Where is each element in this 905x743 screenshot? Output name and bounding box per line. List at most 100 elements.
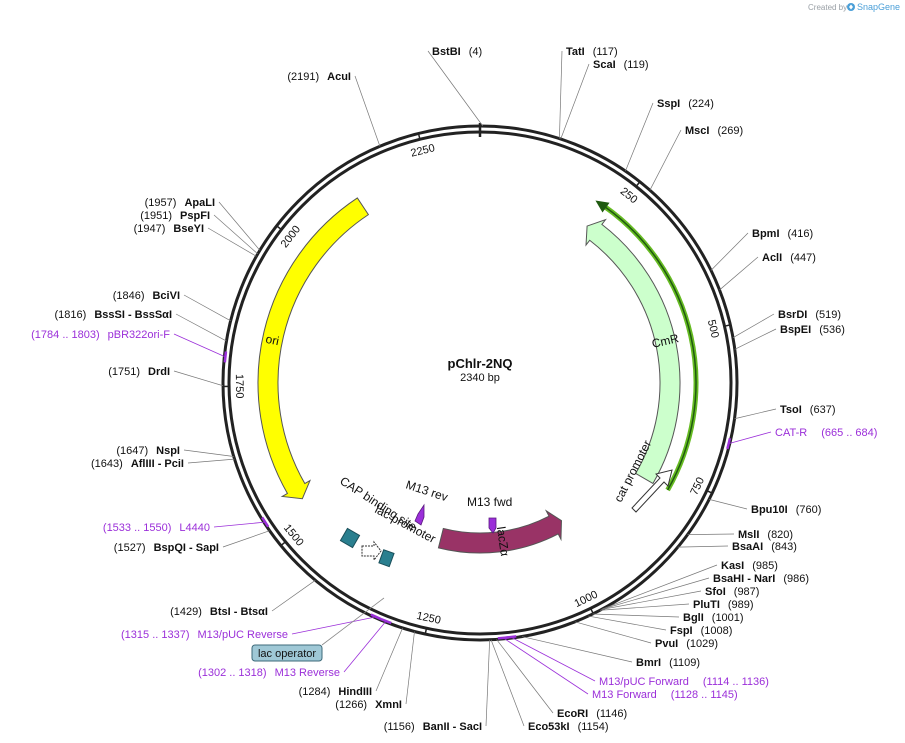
- enzyme-leader: [710, 232, 749, 271]
- enzyme-position: (1284): [299, 686, 331, 698]
- enzyme-leader: [183, 294, 231, 322]
- enzyme-label[interactable]: Eco53kI(1154): [528, 721, 609, 733]
- enzyme-label[interactable]: (1429)BtsI - BtsαI: [170, 606, 268, 618]
- enzyme-label[interactable]: BsrDI(519): [778, 309, 841, 321]
- enzyme-position: (1751): [108, 366, 140, 378]
- enzyme-label[interactable]: (1156)BanII - SacI: [384, 721, 482, 733]
- enzyme-label[interactable]: SspI(224): [657, 98, 714, 110]
- enzyme-position: (1008): [701, 625, 733, 637]
- enzyme-leader: [490, 639, 525, 727]
- primer-label[interactable]: CAT-R(665 .. 684): [775, 427, 877, 439]
- primer-leader: [728, 431, 772, 444]
- enzyme-leader: [187, 458, 235, 464]
- enzyme-name: BsrDI: [778, 309, 807, 321]
- primer-range: (1315 .. 1337): [121, 629, 190, 641]
- feature-lacz-arrow: [437, 509, 562, 554]
- enzyme-name: BssSI - BssSαI: [94, 309, 172, 321]
- cap-binding-site-box: [339, 527, 361, 549]
- plasmid-name: pChlr-2NQ: [448, 356, 513, 371]
- primer-label[interactable]: M13 Forward(1128 .. 1145): [592, 689, 738, 701]
- enzyme-label[interactable]: SfoI(987): [705, 586, 759, 598]
- scale-tick: [275, 224, 283, 231]
- enzyme-label[interactable]: PluTI(989): [693, 599, 754, 611]
- primer-label[interactable]: (1533 .. 1550)L4440: [103, 522, 210, 534]
- snapgene-logo-icon: [847, 3, 855, 11]
- enzyme-leader: [574, 621, 652, 644]
- enzyme-label[interactable]: (2191)AcuI: [287, 71, 351, 83]
- enzyme-label[interactable]: (1751) DrdI: [108, 366, 170, 378]
- enzyme-leader: [687, 533, 735, 535]
- primer-label[interactable]: (1302 .. 1318)M13 Reverse: [198, 667, 340, 679]
- enzyme-label[interactable]: PvuI(1029): [655, 638, 718, 650]
- enzyme-label[interactable]: (1957)ApaLI: [145, 197, 215, 209]
- primer-binding-mark: [261, 516, 270, 528]
- enzyme-label[interactable]: FspI(1008): [670, 625, 732, 637]
- primer-binding-mark: [726, 437, 732, 450]
- enzyme-label[interactable]: ScaI(119): [593, 59, 649, 71]
- enzyme-label[interactable]: EcoRI(1146): [557, 708, 627, 720]
- primer-leader: [173, 333, 226, 358]
- enzyme-label[interactable]: (1951)PspFI: [140, 210, 210, 222]
- lac-operator-badge[interactable]: lac operator: [251, 644, 323, 662]
- enzyme-position: (4): [469, 46, 482, 58]
- enzyme-name: PvuI: [655, 638, 678, 650]
- enzyme-label[interactable]: TatI(117): [566, 46, 618, 58]
- enzyme-label[interactable]: BspEI(536): [780, 324, 845, 336]
- enzyme-label[interactable]: BsaHI - NarI(986): [713, 573, 809, 585]
- enzyme-name: SfoI: [705, 586, 726, 598]
- enzyme-position: (989): [728, 599, 754, 611]
- enzyme-position: (1266): [335, 699, 367, 711]
- enzyme-leader: [677, 545, 729, 548]
- enzyme-position: (1816): [55, 309, 87, 321]
- enzyme-label[interactable]: (1647)NspI: [116, 445, 180, 457]
- enzyme-position: (820): [767, 529, 793, 541]
- cat-signal-arrowhead: [595, 200, 610, 213]
- enzyme-label[interactable]: (1527)BspQI - SapI: [114, 542, 219, 554]
- enzyme-position: (843): [771, 541, 797, 553]
- enzyme-label[interactable]: TsoI(637): [780, 404, 835, 416]
- enzyme-label[interactable]: Bpu10I(760): [751, 504, 821, 516]
- enzyme-leader: [734, 408, 777, 420]
- primer-binding-mark: [497, 636, 509, 640]
- enzyme-name: BseYI: [173, 223, 204, 235]
- enzyme-label[interactable]: MslI(820): [738, 529, 793, 541]
- enzyme-label[interactable]: BglI(1001): [683, 612, 744, 624]
- enzyme-label[interactable]: AclI(447): [762, 252, 816, 264]
- enzyme-leader: [560, 63, 590, 140]
- enzyme-label[interactable]: (1643)AflIII - PciI: [91, 458, 184, 470]
- primer-label[interactable]: (1784 .. 1803)pBR322ori-F: [31, 329, 170, 341]
- cat-promoter-arrow: [631, 469, 673, 513]
- enzyme-leader: [218, 201, 261, 251]
- primer-label[interactable]: (1315 .. 1337) M13/pUC Reverse: [121, 629, 288, 641]
- enzyme-name: AclI: [762, 252, 782, 264]
- feature-lacz-label: lacZα: [494, 526, 512, 557]
- enzyme-label[interactable]: BpmI(416): [752, 228, 813, 240]
- primer-label[interactable]: M13/pUC Forward(1114 .. 1136): [599, 676, 769, 688]
- enzyme-leader: [496, 639, 554, 714]
- enzyme-position: (1001): [712, 612, 744, 624]
- enzyme-label[interactable]: BstBI(4): [432, 46, 482, 58]
- scale-tick-label: 500: [705, 319, 721, 340]
- enzyme-label[interactable]: (1266)XmnI: [335, 699, 402, 711]
- enzyme-label[interactable]: BsaAI(843): [732, 541, 797, 553]
- enzyme-label[interactable]: (1284)HindIII: [299, 686, 372, 698]
- enzyme-leader: [559, 50, 563, 139]
- scale-tick: [705, 489, 714, 495]
- primer-range: (1533 .. 1550): [103, 522, 172, 534]
- enzyme-position: (1146): [596, 708, 627, 720]
- enzyme-label[interactable]: (1846)BciVI: [113, 290, 180, 302]
- primer-name: M13/pUC Reverse: [198, 629, 288, 641]
- enzyme-label[interactable]: (1947)BseYI: [134, 223, 204, 235]
- enzyme-label[interactable]: MscI(269): [685, 125, 743, 137]
- enzyme-position: (536): [819, 324, 845, 336]
- enzyme-label[interactable]: (1816) BssSI - BssSαI: [55, 309, 172, 321]
- enzyme-name: DrdI: [148, 366, 170, 378]
- cat-signal-line: [603, 205, 697, 491]
- lac-operator-box: [378, 549, 395, 568]
- scale-tick: [424, 627, 428, 636]
- enzyme-label[interactable]: BmrI(1109): [636, 657, 700, 669]
- enzyme-leader: [601, 590, 702, 610]
- scale-tick-label: 1250: [415, 610, 441, 627]
- enzyme-label[interactable]: KasI(985): [721, 560, 778, 572]
